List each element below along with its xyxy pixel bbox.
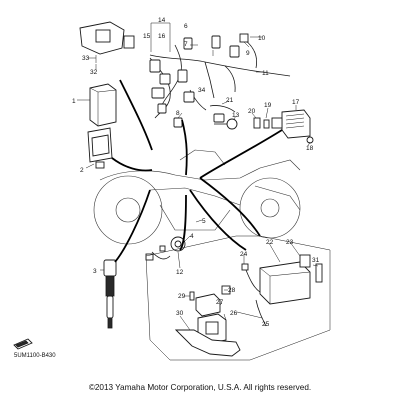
callout-9: 9 [246,50,250,57]
callout-21: 21 [226,97,234,104]
copyright-notice: ©2013 Yamaha Motor Corporation, U.S.A. A… [88,383,312,392]
callout-15: 15 [143,33,151,40]
callout-25: 25 [262,321,270,328]
callout-labels: 1 2 3 4 5 6 7 8 9 10 11 12 13 14 15 16 1… [72,17,320,328]
motorcycle-outline [93,149,301,245]
callout-4: 4 [190,233,194,240]
battery-strap [315,263,323,283]
callout-17: 17 [292,99,300,106]
relay-block [79,21,135,63]
regulator [271,109,311,139]
callout-5: 5 [202,218,206,225]
callout-16: 16 [158,33,166,40]
callout-11: 11 [262,70,269,77]
callout-22: 22 [266,239,274,246]
callout-31: 31 [312,257,320,264]
callout-20: 20 [248,108,256,115]
callout-3: 3 [93,268,97,275]
callout-12: 12 [176,269,184,276]
sensor-coil [214,118,238,130]
callout-23: 23 [286,239,294,246]
callout-24: 24 [240,251,248,258]
callout-6: 6 [184,23,188,30]
front-direction-arrow-icon [13,338,33,350]
routing-lines [111,79,283,263]
callout-29: 29 [178,293,186,300]
callout-34: 34 [198,87,206,94]
ground-wires [239,33,291,77]
battery-box [259,254,311,305]
callout-30: 30 [176,310,184,317]
callout-13: 13 [232,112,240,119]
callout-10: 10 [258,35,266,42]
callout-32: 32 [90,69,98,76]
callout-28: 28 [228,287,236,294]
callout-1: 1 [72,98,76,105]
small-fittings [253,117,314,144]
callout-33: 33 [82,55,90,62]
callout-8: 8 [176,110,180,117]
diagram-code: 5UM1100-B430 [14,353,56,359]
callout-7: 7 [184,41,188,48]
leader-lines [77,22,319,331]
ignition-coil [103,259,117,329]
wire-harness [149,35,263,128]
callout-26: 26 [230,310,238,317]
callout-14: 14 [158,17,166,24]
cdi-bracket [87,127,113,169]
inset-frame [145,235,331,361]
ecu-unit [89,83,117,127]
callout-18: 18 [306,145,314,152]
fuse-box [195,293,227,345]
callout-27: 27 [216,299,224,306]
lower-cover [174,329,241,357]
callout-19: 19 [264,102,272,109]
callout-2: 2 [80,167,84,174]
battery-leads [241,263,267,327]
